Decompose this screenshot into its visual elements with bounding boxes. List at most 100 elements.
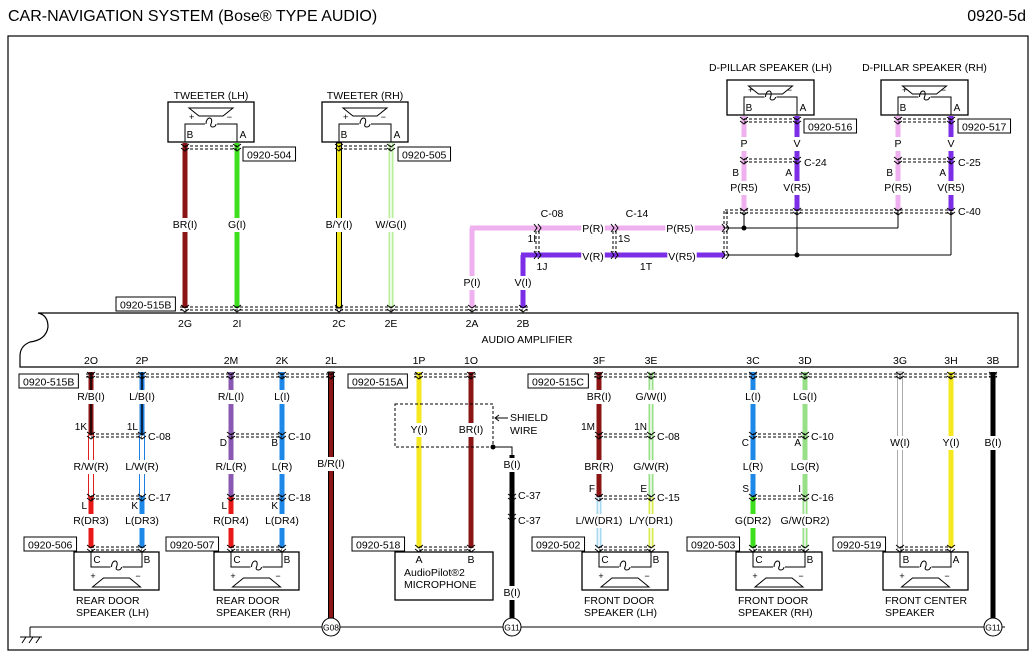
d-pillar-lh-v-label: V <box>793 138 800 150</box>
d-pillar-lh-pin-right: A <box>800 103 807 114</box>
front-door-speaker-lh-name: FRONT DOOR <box>584 595 655 607</box>
tweeter-lh-wire-label-bg <box>226 218 248 232</box>
amp-pin-label: 2P <box>136 355 149 367</box>
inline-pin-label: 1N <box>634 422 647 433</box>
amp-pin-chevron <box>137 371 147 380</box>
d-pillar-rh-cone-icon <box>901 85 948 95</box>
wire-label: Y(I) <box>943 437 960 449</box>
connector-c40-label: C-40 <box>958 206 981 218</box>
tweeter-rh-terminals <box>338 123 392 142</box>
rear-door-speaker-lh-connector: 0920-506 <box>28 540 73 552</box>
wire-label: BR(R) <box>584 461 613 473</box>
p-r5-label: P(R5) <box>666 223 693 235</box>
c37-label: C-37 <box>518 490 541 502</box>
front-center-speaker-connector-line <box>900 546 951 551</box>
tweeter-rh-connector-line <box>339 145 391 150</box>
front-door-speaker-lh-connector: 0920-502 <box>536 540 581 552</box>
d-pillar-lh-connector-line <box>744 118 797 123</box>
rear-door-speaker-lh-pin-left: C <box>93 555 100 566</box>
wire-label: W(I) <box>890 437 910 449</box>
tweeter-rh-name: TWEETER (RH) <box>327 90 403 102</box>
amp-top-connector-box <box>115 296 176 312</box>
wire-label: B(I) <box>985 437 1002 449</box>
rear-door-speaker-rh-terminals <box>230 552 283 568</box>
tweeter-lh-minus: − <box>227 112 232 122</box>
wire-label: L/Y(DR1) <box>629 515 673 527</box>
wire-label-bg <box>128 390 156 404</box>
tweeter-rh-pin-right: A <box>394 130 401 141</box>
front-door-speaker-rh-cone-icon <box>753 577 805 588</box>
tweeter-rh-wire-label: B/Y(I) <box>326 219 353 231</box>
front-center-speaker-connector: 0920-519 <box>837 540 882 552</box>
page-id: 0920-5d <box>967 8 1026 25</box>
d-pillar-rh-plus: + <box>902 85 907 95</box>
wire-1P <box>416 372 422 548</box>
tweeter-lh-cone-icon <box>187 107 235 117</box>
pin-1i-label: 1I <box>528 234 536 245</box>
inline-chevron <box>137 493 147 502</box>
wire-label-bg <box>270 460 294 474</box>
inline-connector-line <box>753 495 805 500</box>
d-pillar-rh-name: D-PILLAR SPEAKER (RH) <box>862 62 987 74</box>
front-door-speaker-rh-terminals <box>752 552 806 568</box>
d-pillar-rh-p-r5-label-bg <box>883 181 913 195</box>
front-door-speaker-lh-minus: − <box>644 571 649 581</box>
d-pillar-rh-connector: 0920-517 <box>962 122 1007 134</box>
wire-label-bg <box>574 514 624 528</box>
inline-connector-line <box>723 231 728 252</box>
v-r-label-bg <box>581 250 605 264</box>
amp-pin-chevron <box>466 371 476 380</box>
d-pillar-rh-connector-box <box>957 118 1012 134</box>
shield-drain-wire <box>509 455 515 620</box>
ground-symbol-icon <box>20 627 42 644</box>
amp-pin-label: 3G <box>893 355 907 367</box>
wire-label: Y(I) <box>411 424 428 436</box>
rear-door-speaker-lh-terminals <box>90 552 143 568</box>
v-r-label: V(R) <box>582 251 604 263</box>
pin-1j-label: 1J <box>536 261 547 273</box>
tweeter-lh-wire-label-bg <box>171 218 199 232</box>
amp-pin-label: 3B <box>987 355 1000 367</box>
rear-door-speaker-lh-box <box>73 551 160 591</box>
front-center-speaker-name: FRONT CENTER <box>885 595 967 607</box>
rear-door-speaker-lh-name: SPEAKER (LH) <box>76 607 149 619</box>
d-pillar-rh-pin-left: B <box>900 103 907 114</box>
wire-label-bg <box>214 460 248 474</box>
p-wire-label: P(I) <box>464 277 481 289</box>
rear-door-speaker-lh-coil-icon <box>111 560 122 571</box>
tweeter-rh-chevron <box>386 143 396 152</box>
wire-label-bg <box>76 390 106 404</box>
ground-point-label: G11 <box>985 623 1001 633</box>
front-door-speaker-rh-minus: − <box>798 571 803 581</box>
inline-pin-label: 1K <box>75 422 88 433</box>
rear-door-speaker-lh-name: REAR DOOR <box>76 595 140 607</box>
tweeter-lh-terminals <box>184 123 238 142</box>
tweeter-rh-minus: − <box>381 112 386 122</box>
inline-chevron <box>533 223 542 233</box>
wire-label-bg <box>792 390 818 404</box>
amp-bottom-mid-connector-box <box>347 373 408 389</box>
amp-pin-chevron <box>386 304 396 313</box>
front-door-speaker-rh-name: FRONT DOOR <box>738 595 809 607</box>
d-pillar-lh-cone-icon <box>747 85 794 95</box>
c40-connector-line <box>723 211 728 228</box>
splice-dot <box>794 252 800 258</box>
d-pillar-lh-inline-line <box>744 158 797 163</box>
p-wire-label-bg <box>462 276 482 290</box>
amp-pin-chevron <box>800 371 810 380</box>
tweeter-rh-amp-pin: 2C <box>332 318 346 330</box>
tweeter-rh-pin-left: B <box>341 130 348 141</box>
wire-label: R/L(I) <box>218 391 244 403</box>
wire-label: R/L(R) <box>216 461 247 473</box>
shield-wire-label-bg <box>502 586 522 600</box>
diagram-border <box>7 35 1029 651</box>
front-center-speaker-terminals <box>899 552 952 568</box>
amp-pin-label: 1O <box>464 355 478 367</box>
shield-box <box>394 403 494 448</box>
tweeter-lh-connector-line <box>185 145 237 150</box>
d-pillar-rh-p-label-bg <box>893 137 903 151</box>
tweeter-lh-pin-left: B <box>187 130 194 141</box>
tweeter-rh-wire-label-bg <box>374 218 408 232</box>
rear-door-speaker-rh-plus: + <box>230 571 235 581</box>
shield-wire-label: B(I) <box>504 587 521 599</box>
